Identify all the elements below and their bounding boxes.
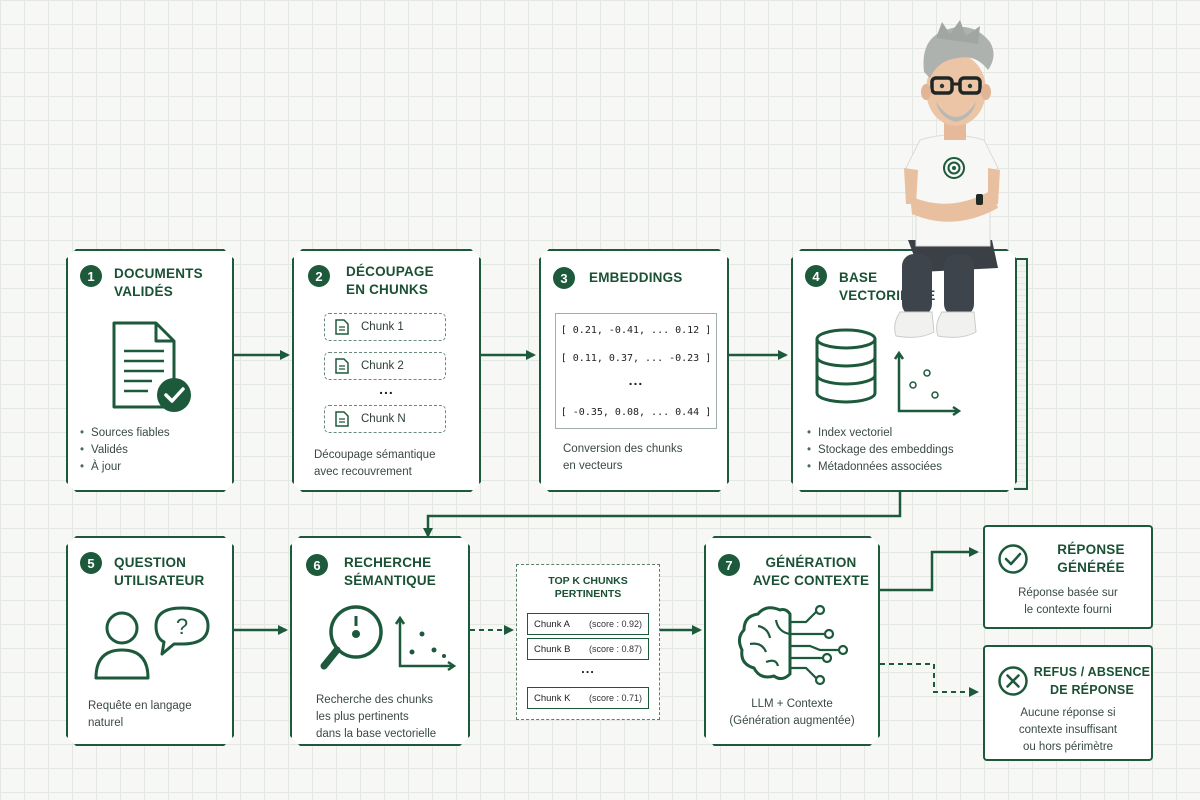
chunk-item: Chunk 1 (324, 313, 446, 341)
arrow-4-6 (423, 492, 902, 538)
step-description: LLM + Contexte(Génération augmentée) (729, 698, 855, 727)
magnifier-icon (320, 602, 390, 678)
topk-row: Chunk A(score : 0.92) (527, 613, 649, 635)
database-icon (813, 327, 879, 407)
vector-ellipsis: ... (628, 372, 644, 388)
file-icon (335, 319, 349, 335)
document-check-icon (108, 319, 194, 415)
step-number: 3 (553, 267, 575, 289)
mascot-avatar (894, 20, 1000, 338)
step-title: EMBEDDINGS (589, 270, 683, 285)
step-bullets: Index vectoriel Stockage des embeddings … (807, 425, 954, 476)
scatter-plot-icon (891, 351, 961, 417)
vector-row: [ -0.35, 0.08, ... 0.44 ] (560, 407, 712, 418)
svg-text:?: ? (176, 614, 188, 639)
arrow-7-ko (880, 663, 979, 697)
file-icon (335, 411, 349, 427)
topk-row: Chunk K(score : 0.71) (527, 687, 649, 709)
topk-row: Chunk B(score : 0.87) (527, 638, 649, 660)
step-number: 7 (718, 554, 740, 576)
vector-list: [ 0.21, -0.41, ... 0.12 ] [ 0.11, 0.37, … (555, 313, 717, 429)
step-4-side (1014, 258, 1028, 490)
check-circle-icon (998, 544, 1028, 574)
file-icon (335, 358, 349, 374)
step-number: 5 (80, 552, 102, 574)
step-number: 4 (805, 265, 827, 287)
chunk-ellipsis: ... (379, 381, 394, 397)
chunk-item: Chunk 2 (324, 352, 446, 380)
user-question-icon: ? (90, 604, 216, 684)
arrow-7-ok (880, 547, 979, 592)
vector-row: [ 0.21, -0.41, ... 0.12 ] (560, 325, 712, 336)
scatter-plot-icon (394, 616, 456, 672)
x-circle-icon (998, 666, 1028, 696)
step-bullets: Sources fiables Validés À jour (80, 425, 170, 476)
topk-ellipsis: ... (581, 661, 595, 676)
step-embeddings: 3 EMBEDDINGS [ 0.21, -0.41, ... 0.12 ] [… (539, 249, 729, 492)
step-number: 6 (306, 554, 328, 576)
chunk-item: Chunk N (324, 405, 446, 433)
vector-row: [ 0.11, 0.37, ... -0.23 ] (560, 353, 712, 364)
brain-circuit-icon (736, 602, 852, 686)
step-number: 2 (308, 265, 330, 287)
step-number: 1 (80, 265, 102, 287)
